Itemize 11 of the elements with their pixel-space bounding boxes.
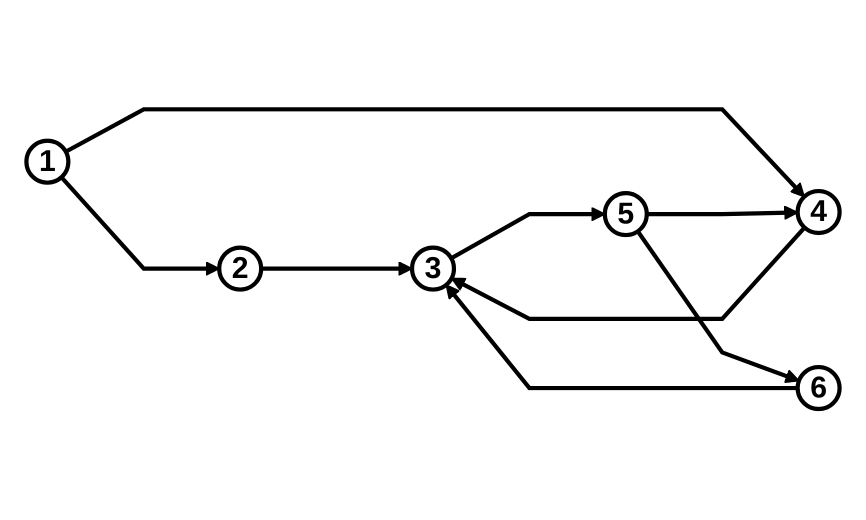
node-circle: 1: [24, 138, 70, 185]
node-circle: 6: [796, 364, 842, 412]
node-circle: 4: [796, 188, 842, 236]
node-circle: 5: [602, 191, 649, 238]
node-circle: 3: [410, 246, 456, 292]
arrow: [446, 284, 798, 390]
arrow: [450, 226, 806, 321]
arrow: [450, 206, 606, 260]
arrow: [64, 107, 805, 198]
arrow: [636, 230, 800, 384]
node-circle: 2: [217, 246, 264, 292]
